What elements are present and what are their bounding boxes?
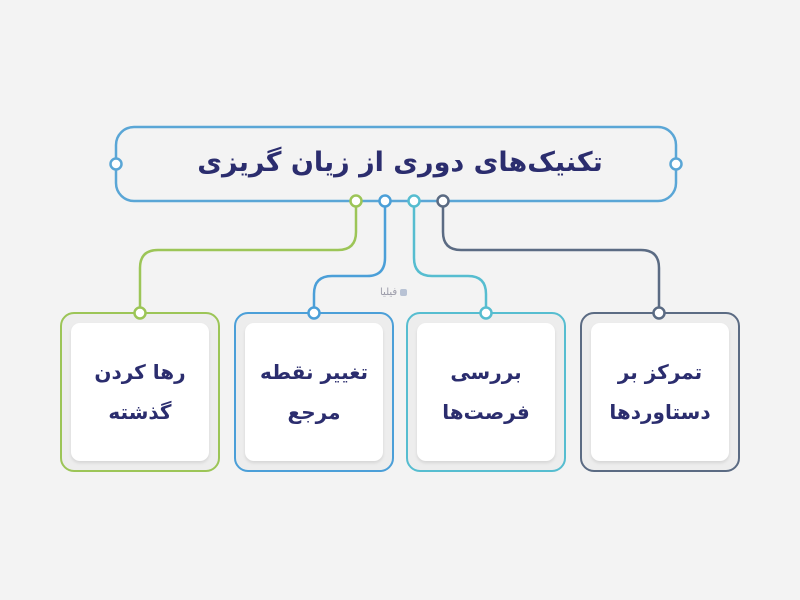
- connector-tamarkoz: [441, 201, 661, 313]
- connector-dot-green-top: [349, 194, 363, 208]
- connector-dot-slate-top: [436, 194, 450, 208]
- logo-text: فیلیا: [380, 287, 398, 298]
- card-rahakardan-inner: رها کردن گذشته: [71, 323, 209, 461]
- connector-taghyir: [312, 201, 387, 313]
- card-barresi: بررسی فرصت‌ها: [406, 312, 566, 472]
- card-barresi-line1: بررسی: [450, 360, 522, 384]
- watermark-logo: فیلیا: [380, 287, 408, 298]
- card-taghyir-inner: تغییر نقطه مرجع: [245, 323, 383, 461]
- title-frame-left-dot: [109, 157, 123, 171]
- card-tamarkoz-inner: تمرکز بر دستاوردها: [591, 323, 729, 461]
- connector-dot-blue-top: [378, 194, 392, 208]
- card-rahakardan: رها کردن گذشته: [60, 312, 220, 472]
- card-taghyir: تغییر نقطه مرجع: [234, 312, 394, 472]
- card-barresi-line2: فرصت‌ها: [442, 400, 530, 424]
- connector-dot-cyan-top: [407, 194, 421, 208]
- card-tamarkoz-line2: دستاوردها: [609, 400, 711, 424]
- card-taghyir-line1: تغییر نقطه: [259, 360, 369, 384]
- card-tamarkoz-line1: تمرکز بر: [617, 360, 703, 384]
- diagram-title: تکنیک‌های دوری از زیان گریزی: [197, 146, 603, 178]
- card-taghyir-line2: مرجع: [287, 400, 341, 424]
- card-barresi-inner: بررسی فرصت‌ها: [417, 323, 555, 461]
- card-rahakardan-line2: گذشته: [108, 400, 172, 424]
- logo-mark-icon: [400, 289, 408, 296]
- connector-barresi: [412, 201, 488, 313]
- connector-rahakardan: [138, 201, 358, 313]
- card-tamarkoz: تمرکز بر دستاوردها: [580, 312, 740, 472]
- card-rahakardan-line1: رها کردن: [94, 360, 186, 384]
- title-frame-right-dot: [669, 157, 683, 171]
